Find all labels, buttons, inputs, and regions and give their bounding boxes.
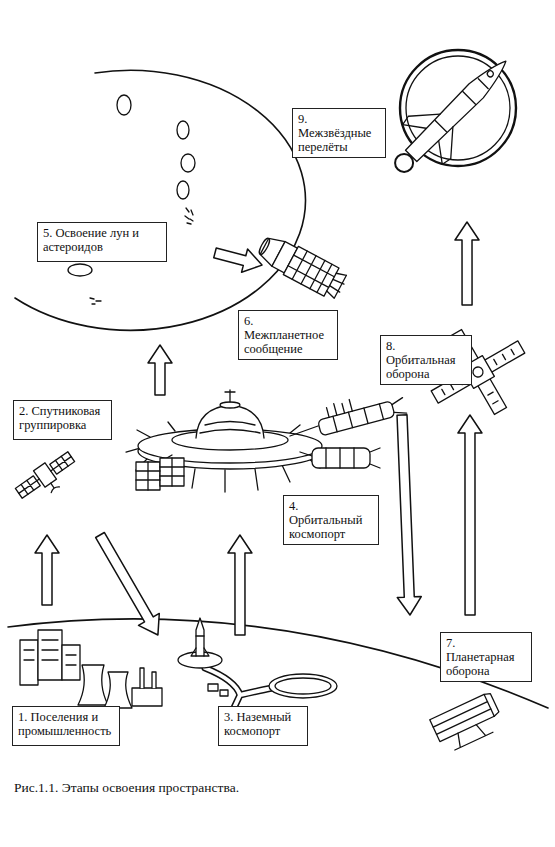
stage-region: 2. Спутниковая группировка (13, 400, 113, 535)
stage-label: 3. Наземный космопорт (218, 706, 308, 746)
antenna (47, 480, 60, 492)
landing-ring (269, 674, 337, 698)
ground-spaceport (178, 618, 337, 712)
building (62, 645, 80, 680)
stage-label: 6. Межпланетное сообщение (238, 310, 338, 360)
stage-label: 5. Освоение лун и астероидов (37, 222, 167, 262)
engine-ring (391, 150, 416, 175)
moon (15, 70, 305, 330)
rocket (191, 618, 209, 656)
cooling-tower (78, 665, 108, 705)
stage-label: 2. Спутниковая группировка (13, 400, 112, 440)
ground-line (8, 619, 548, 708)
ship-body (377, 40, 528, 191)
crater (117, 95, 131, 115)
windows (24, 640, 76, 665)
stage-arrow (148, 345, 172, 395)
stage-region: 7. Планетарная оборона (395, 615, 530, 750)
docked-ship-seam (333, 398, 407, 432)
crater (181, 154, 195, 172)
comb-antenna (326, 400, 352, 418)
stage-arrow (96, 532, 160, 635)
module-grid (136, 458, 184, 490)
stage-label: 4. Орбитальный космопорт (283, 495, 379, 545)
hull-seam (434, 77, 489, 132)
stage-arrow (35, 535, 59, 605)
dome-band (200, 422, 260, 434)
cooling-tower (104, 672, 132, 708)
sketch (8, 40, 548, 754)
crater (68, 264, 92, 276)
dock-tube (290, 426, 318, 436)
mast (225, 390, 235, 402)
docked-ship (314, 386, 406, 436)
engine (325, 271, 348, 300)
stage-label: 9. Межзвёздные перелёты (292, 108, 386, 158)
window (486, 70, 494, 78)
factory (132, 688, 162, 706)
hull (404, 54, 513, 163)
dome-top (220, 402, 240, 408)
building (20, 640, 38, 685)
landing-ring (275, 678, 331, 694)
tank (283, 246, 339, 296)
stage-label: 1. Поселения и промышленность (12, 706, 120, 746)
stage-region: 6. Межпланетное сообщение (262, 235, 352, 305)
moon-outline (15, 70, 305, 330)
missile-launcher (430, 692, 506, 754)
stage-arrow (214, 248, 262, 272)
stage-arrow (455, 222, 479, 305)
interstellar-ship (377, 40, 528, 191)
stage-label: 7. Планетарная оборона (440, 632, 532, 682)
stage-arrow (458, 415, 482, 615)
stage-arrow (228, 535, 252, 635)
satellite (13, 448, 81, 508)
asteroid-marks (185, 208, 193, 224)
stage-label: 8. Орбитальная оборона (380, 335, 472, 385)
stage-region: 3. Наземный космопорт (150, 635, 330, 746)
nose-cap (258, 237, 272, 256)
settlements (20, 630, 162, 708)
station-hub (471, 365, 485, 379)
docked-ship-seam (326, 448, 380, 468)
orbital-spaceport (126, 386, 407, 492)
crater (177, 181, 189, 199)
dock-tube (300, 452, 312, 456)
stage-arrow (397, 415, 421, 615)
ring (400, 50, 516, 166)
hangar (208, 684, 218, 691)
hangar (220, 690, 228, 696)
tank-seam (283, 246, 339, 296)
crater (177, 121, 189, 139)
chimney (140, 668, 156, 688)
interplanetary-ship (254, 231, 349, 302)
dome (196, 405, 264, 438)
stage-region: 4. Орбитальный космопорт (120, 395, 445, 535)
rocket-body (196, 618, 204, 656)
stage-region: 5. Освоение лун и астероидов (15, 45, 215, 345)
asteroid-marks (90, 298, 101, 304)
figure-caption: Рис.1.1. Этапы освоения пространства. (14, 780, 239, 796)
launcher-base (449, 720, 493, 750)
docked-ship (312, 448, 370, 468)
building (38, 630, 62, 680)
stage-region: 8. Орбитальная оборона (378, 305, 530, 415)
stage-region: 1. Поселения и промышленность (12, 605, 152, 746)
panel-grid (15, 452, 74, 499)
wing (401, 99, 467, 165)
stage-region: 9. Межзвёздные перелёты (290, 45, 530, 222)
rocket-fin (191, 636, 209, 656)
